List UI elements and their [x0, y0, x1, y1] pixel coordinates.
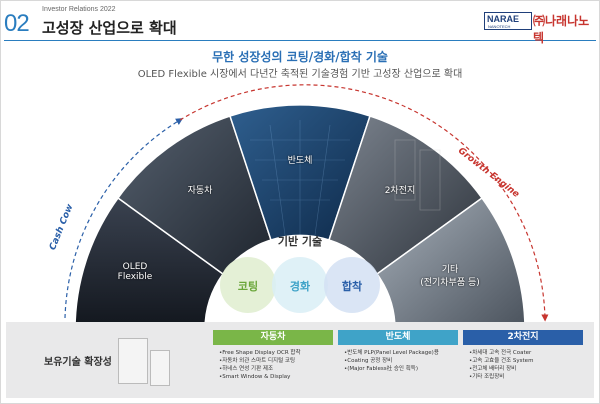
list-item: 반도체 PLP(Panel Level Package)용 [344, 349, 458, 357]
column-semiconductor: 반도체 반도체 PLP(Panel Level Package)용 Coatin… [338, 330, 458, 373]
column-battery-list: 차세대 고속 전극 Coater 고속 고효율 건조 System 전고체 배터… [463, 345, 583, 381]
column-semiconductor-list: 반도체 PLP(Panel Level Package)용 Coating 공정… [338, 345, 458, 373]
segment-label-other: 기타 (전기차부품 등) [405, 262, 495, 288]
list-item: 고속 고효율 건조 System [469, 357, 583, 365]
list-item: 전고체 배터리 장비 [469, 365, 583, 373]
bonding-label: 합착 [332, 278, 372, 294]
column-auto: 자동차 Free Shape Display OCR 합착 자동차 외관 스마트… [213, 330, 333, 381]
column-battery-header: 2차전지 [463, 330, 583, 345]
list-item: 자동차 외관 스마트 디지털 코팅 [219, 357, 333, 365]
segment-label-oled-line1: OLED [105, 262, 165, 272]
column-auto-header: 자동차 [213, 330, 333, 345]
segment-label-other-line1: 기타 [405, 262, 495, 275]
column-semiconductor-header: 반도체 [338, 330, 458, 345]
list-item: Coating 공정 장비 [344, 357, 458, 365]
segment-label-other-line2: (전기차부품 등) [405, 275, 495, 288]
list-item: Smart Window & Display [219, 373, 333, 381]
device-illustration [118, 338, 148, 384]
segment-label-oled: OLED Flexible [105, 262, 165, 282]
segment-label-battery: 2차전지 [375, 183, 425, 196]
curing-label: 경화 [280, 278, 320, 294]
base-tech-title: 기반 기술 [255, 233, 345, 249]
list-item: Free Shape Display OCR 합착 [219, 349, 333, 357]
list-item: 차세대 고속 전극 Coater [469, 349, 583, 357]
coating-label: 코팅 [228, 278, 268, 294]
column-auto-list: Free Shape Display OCR 합착 자동차 외관 스마트 디지털… [213, 345, 333, 381]
list-item: (Major Fabless社 승인 획득) [344, 365, 458, 373]
phone-illustration [150, 350, 170, 386]
list-item: 하네스 연성 기판 제조 [219, 365, 333, 373]
segment-label-oled-line2: Flexible [105, 272, 165, 282]
segment-label-auto: 자동차 [175, 183, 225, 196]
segment-label-semiconductor: 반도체 [275, 153, 325, 166]
column-battery: 2차전지 차세대 고속 전극 Coater 고속 고효율 건조 System 전… [463, 330, 583, 381]
list-item: 기타 조립장비 [469, 373, 583, 381]
expansion-label: 보유기술 확장성 [44, 353, 112, 368]
